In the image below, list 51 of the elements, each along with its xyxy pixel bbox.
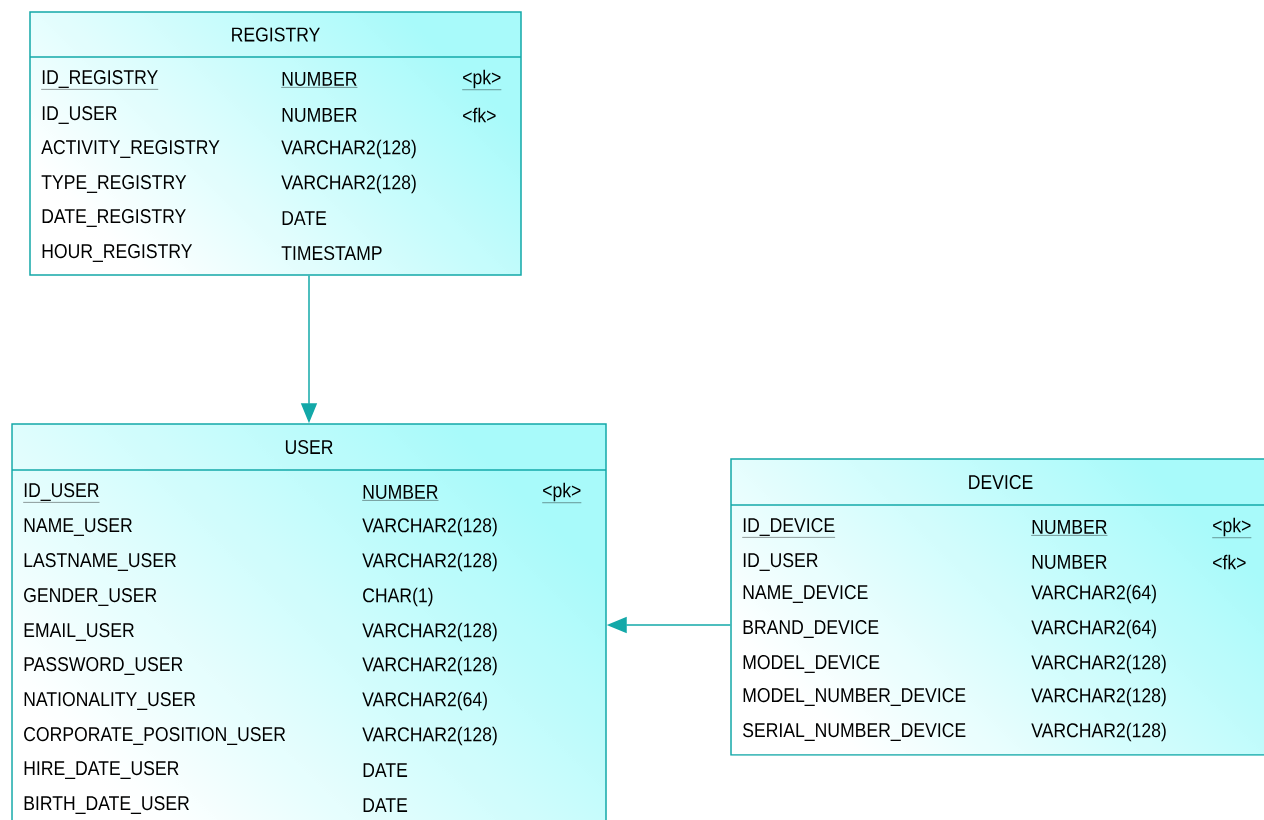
data-type: VARCHAR2(128) <box>362 656 497 676</box>
data-type: VARCHAR2(128) <box>1031 722 1166 742</box>
data-type: VARCHAR2(128) <box>281 174 416 194</box>
column-name: NAME_DEVICE <box>743 585 868 603</box>
data-type: VARCHAR2(128) <box>281 139 416 159</box>
data-type: VARCHAR2(128) <box>1031 687 1166 707</box>
column-name: ID_USER <box>743 553 818 571</box>
data-type: NUMBER <box>1032 555 1107 569</box>
column-name: HOUR_REGISTRY <box>42 244 193 262</box>
key-marker: <fk> <box>463 107 496 123</box>
column-name: ID_REGISTRY <box>41 70 159 90</box>
data-type: DATE <box>363 798 408 812</box>
data-type: TIMESTAMP <box>281 245 382 261</box>
key-marker: <fk> <box>1213 554 1246 570</box>
data-type: VARCHAR2(128) <box>1031 654 1166 674</box>
column-name: BIRTH_DATE_USER <box>24 796 189 814</box>
data-type: NUMBER <box>362 485 439 501</box>
data-type: VARCHAR2(128) <box>362 622 497 642</box>
data-type: CHAR(1) <box>363 587 433 607</box>
column-name: NAME_USER <box>24 518 132 536</box>
data-type: NUMBER <box>1031 520 1108 536</box>
data-type: VARCHAR2(128) <box>362 726 497 746</box>
column-name: ID_DEVICE <box>742 518 836 538</box>
column-name: NATIONALITY_USER <box>24 692 196 710</box>
table-title: DEVICE <box>969 474 1033 490</box>
data-type: VARCHAR2(64) <box>362 691 487 711</box>
column-name: EMAIL_USER <box>24 623 134 641</box>
column-name: CORPORATE_POSITION_USER <box>24 727 286 745</box>
column-name: ID_USER <box>42 106 117 124</box>
table-title: USER <box>285 439 333 455</box>
column-name: ID_USER <box>23 483 100 503</box>
column-name: TYPE_REGISTRY <box>41 175 187 193</box>
column-name: PASSWORD_USER <box>24 657 183 675</box>
data-type: VARCHAR2(64) <box>1031 619 1156 639</box>
data-type: NUMBER <box>282 108 357 122</box>
data-type: VARCHAR2(64) <box>1031 584 1156 604</box>
column-name: DATE_REGISTRY <box>42 209 186 227</box>
column-name: SERIAL_NUMBER_DEVICE <box>743 723 966 741</box>
table-title: REGISTRY <box>232 27 320 42</box>
data-type: NUMBER <box>281 72 358 88</box>
column-name: MODEL_DEVICE <box>743 655 880 673</box>
data-type: DATE <box>363 763 408 777</box>
data-type: VARCHAR2(128) <box>362 552 497 572</box>
column-name: HIRE_DATE_USER <box>24 761 179 779</box>
column-name: BRAND_DEVICE <box>743 620 879 638</box>
column-name: MODEL_NUMBER_DEVICE <box>743 688 966 706</box>
column-name: LASTNAME_USER <box>24 553 176 571</box>
data-type: VARCHAR2(128) <box>362 517 497 537</box>
column-name: GENDER_USER <box>24 588 157 606</box>
column-name: ACTIVITY_REGISTRY <box>41 140 220 158</box>
data-type: DATE <box>282 211 327 225</box>
